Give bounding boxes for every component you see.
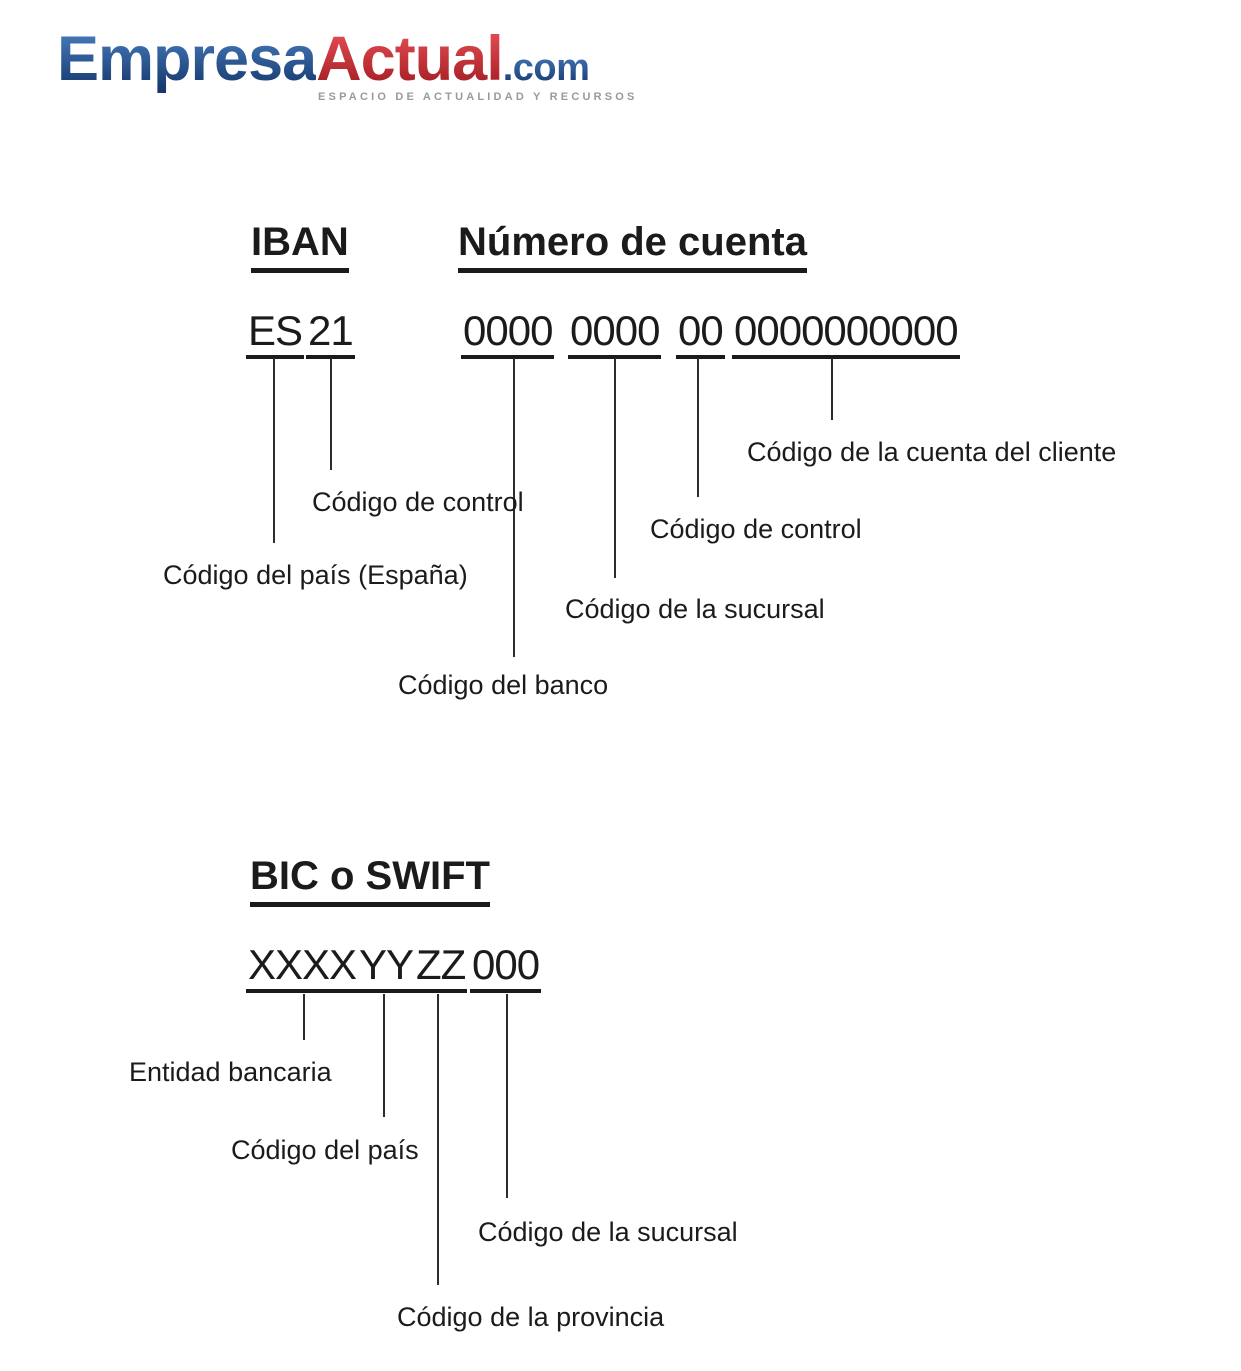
label-bic-branch: Código de la sucursal xyxy=(478,1217,738,1247)
bic-segment-country-code: YY xyxy=(357,944,416,993)
connector-line-country-code xyxy=(273,358,275,543)
bic-heading: BIC o SWIFT xyxy=(250,856,490,907)
label-province: Código de la provincia xyxy=(397,1302,665,1332)
brand-tagline: ESPACIO DE ACTUALIDAD Y RECURSOS xyxy=(318,91,638,103)
connector-line-branch-code xyxy=(614,358,616,578)
iban-segment-account-number: 0000000000 xyxy=(732,310,960,359)
label-account-number: Código de la cuenta del cliente xyxy=(747,437,1117,467)
connector-line-province xyxy=(437,994,439,1285)
iban-segment-country-code: ES xyxy=(246,310,305,359)
brand-logo-com: .com xyxy=(502,47,590,89)
brand-logo: EmpresaActual.com xyxy=(57,28,590,91)
iban-segment-control-code: 00 xyxy=(676,310,725,359)
connector-line-bank-code xyxy=(513,358,515,657)
bic-segment-bank-entity: XXXX xyxy=(246,944,359,993)
label-check-digits: Código de control xyxy=(312,487,524,517)
iban-segment-bank-code: 0000 xyxy=(461,310,555,359)
label-bank-entity: Entidad bancaria xyxy=(129,1057,332,1087)
connector-line-check-digits xyxy=(330,358,332,470)
connector-line-bic-country xyxy=(383,994,385,1117)
connector-line-account-number xyxy=(831,358,833,420)
connector-line-control-code xyxy=(697,358,699,497)
iban-segment-check-digits: 21 xyxy=(306,310,355,359)
label-branch-code: Código de la sucursal xyxy=(565,594,825,624)
brand-logo-empresa: Empresa xyxy=(57,24,317,94)
iban-segment-branch-code: 0000 xyxy=(568,310,662,359)
connector-line-bic-branch xyxy=(506,994,508,1198)
bic-segment-province-code: ZZ xyxy=(414,944,468,993)
connector-line-bank-entity xyxy=(303,994,305,1040)
label-country-code: Código del país (España) xyxy=(163,560,468,590)
numero-de-cuenta-heading: Número de cuenta xyxy=(458,222,807,273)
iban-heading: IBAN xyxy=(251,222,349,273)
label-bank-code: Código del banco xyxy=(398,670,609,700)
bic-segment-branch-code: 000 xyxy=(470,944,542,993)
label-control-code: Código de control xyxy=(650,514,862,544)
label-bic-country: Código del país xyxy=(231,1135,419,1165)
brand-logo-actual: Actual xyxy=(316,24,504,94)
